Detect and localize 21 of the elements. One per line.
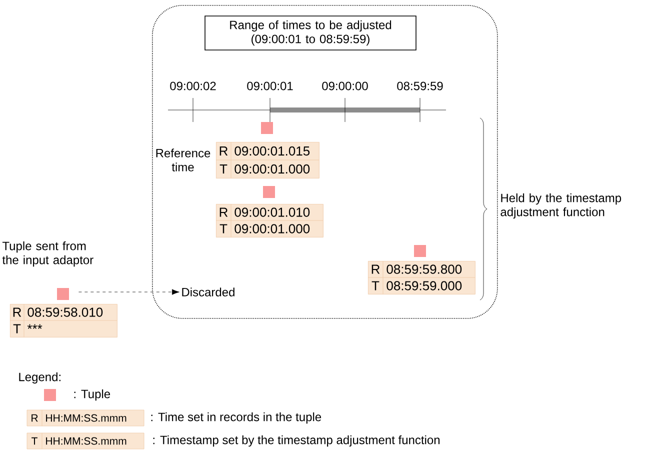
tick-label: 09:00:02 [170, 82, 216, 90]
range-box: Range of times to be adjusted (09:00:01 to 08:59:59) [204, 16, 416, 50]
legend-sample: T HH:MM:SS.mmm [26, 432, 144, 450]
tick-label: 08:59:59 [397, 82, 443, 90]
record-table: R 08:59:59.800 T 08:59:59.000 [368, 260, 476, 294]
legend-title: Legend: [19, 372, 60, 384]
caption-text: Tuple sent from the input adaptor [2, 241, 94, 267]
arrow [78, 289, 180, 295]
brace-label: Held by the timestamp adjustment function [500, 193, 622, 219]
record-table: R 09:00:01.015 T 09:00:01.000 [216, 142, 320, 178]
dotted-region [152, 5, 498, 319]
tick-label: 09:00:00 [322, 82, 368, 90]
legend-text: : Timestamp set by the timestamp adjustment function [153, 435, 440, 447]
legend-sample: R HH:MM:SS.mmm [26, 410, 144, 426]
record-table: R 08:59:58.010 T *** [10, 304, 118, 338]
record-table: R 09:00:01.010 T 09:00:01.000 [216, 204, 324, 238]
status-text: Discarded [182, 288, 234, 296]
tick-label: 09:00:01 [247, 82, 293, 90]
caption-text: Reference time [156, 148, 210, 172]
legend-text: : Time set in records in the tuple [151, 412, 322, 424]
legend-text: : Tuple [74, 389, 110, 401]
